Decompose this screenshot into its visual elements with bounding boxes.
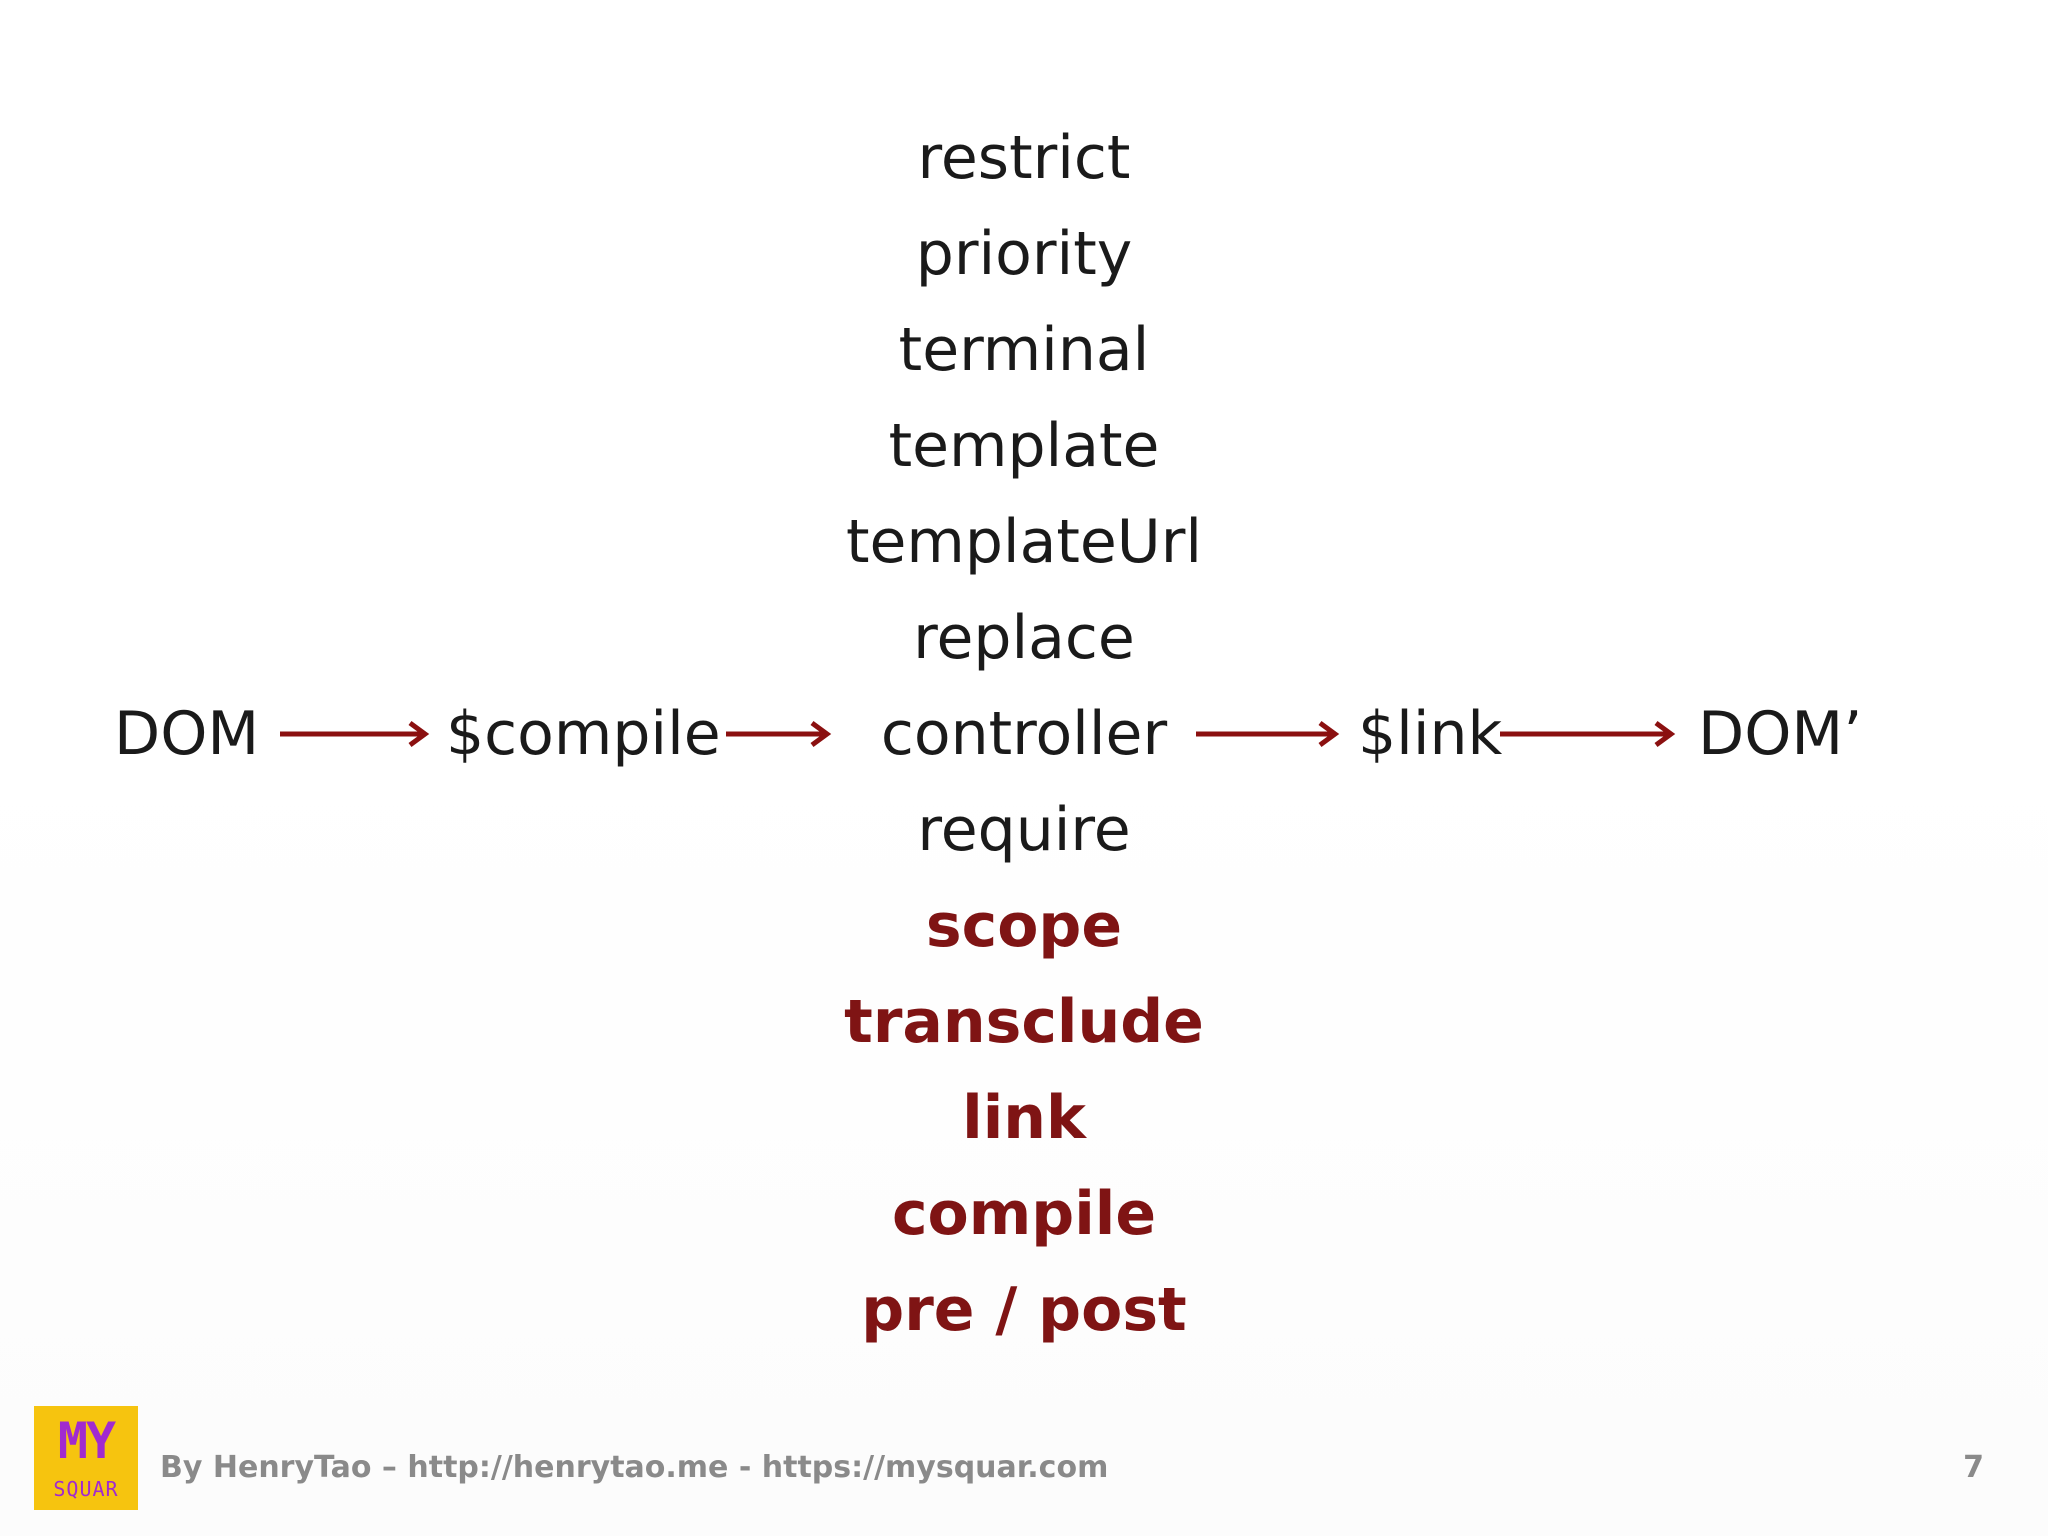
option-terminal: terminal [898,315,1150,385]
arrow-icon [280,720,430,748]
option-priority: priority [915,219,1133,289]
option-restrict: restrict [917,123,1131,193]
option-pre-post: pre / post [861,1275,1187,1345]
mysquar-logo: MY SQUAR [34,1406,138,1510]
flow-compile: $compile [446,699,721,769]
option-link: link [962,1083,1086,1153]
footer-credit: By HenryTao – http://henrytao.me - https… [160,1450,1109,1485]
option-require: require [917,795,1131,865]
page-number: 7 [1963,1450,1984,1485]
flow-result-dom: DOM’ [1698,699,1863,769]
option-replace: replace [913,603,1135,673]
arrow-icon [1196,720,1340,748]
flow-source-dom: DOM [114,699,260,769]
option-scope: scope [925,891,1123,961]
flow-link: $link [1358,699,1503,769]
option-template: template [888,411,1160,481]
option-compile: compile [891,1179,1157,1249]
logo-text-top: MY [57,1412,116,1470]
option-transclude: transclude [844,987,1204,1057]
arrow-icon [1500,720,1676,748]
option-controller: controller [880,699,1168,769]
arrow-icon [726,720,832,748]
option-templateurl: templateUrl [845,507,1203,577]
logo-text-bottom: SQUAR [53,1477,119,1501]
